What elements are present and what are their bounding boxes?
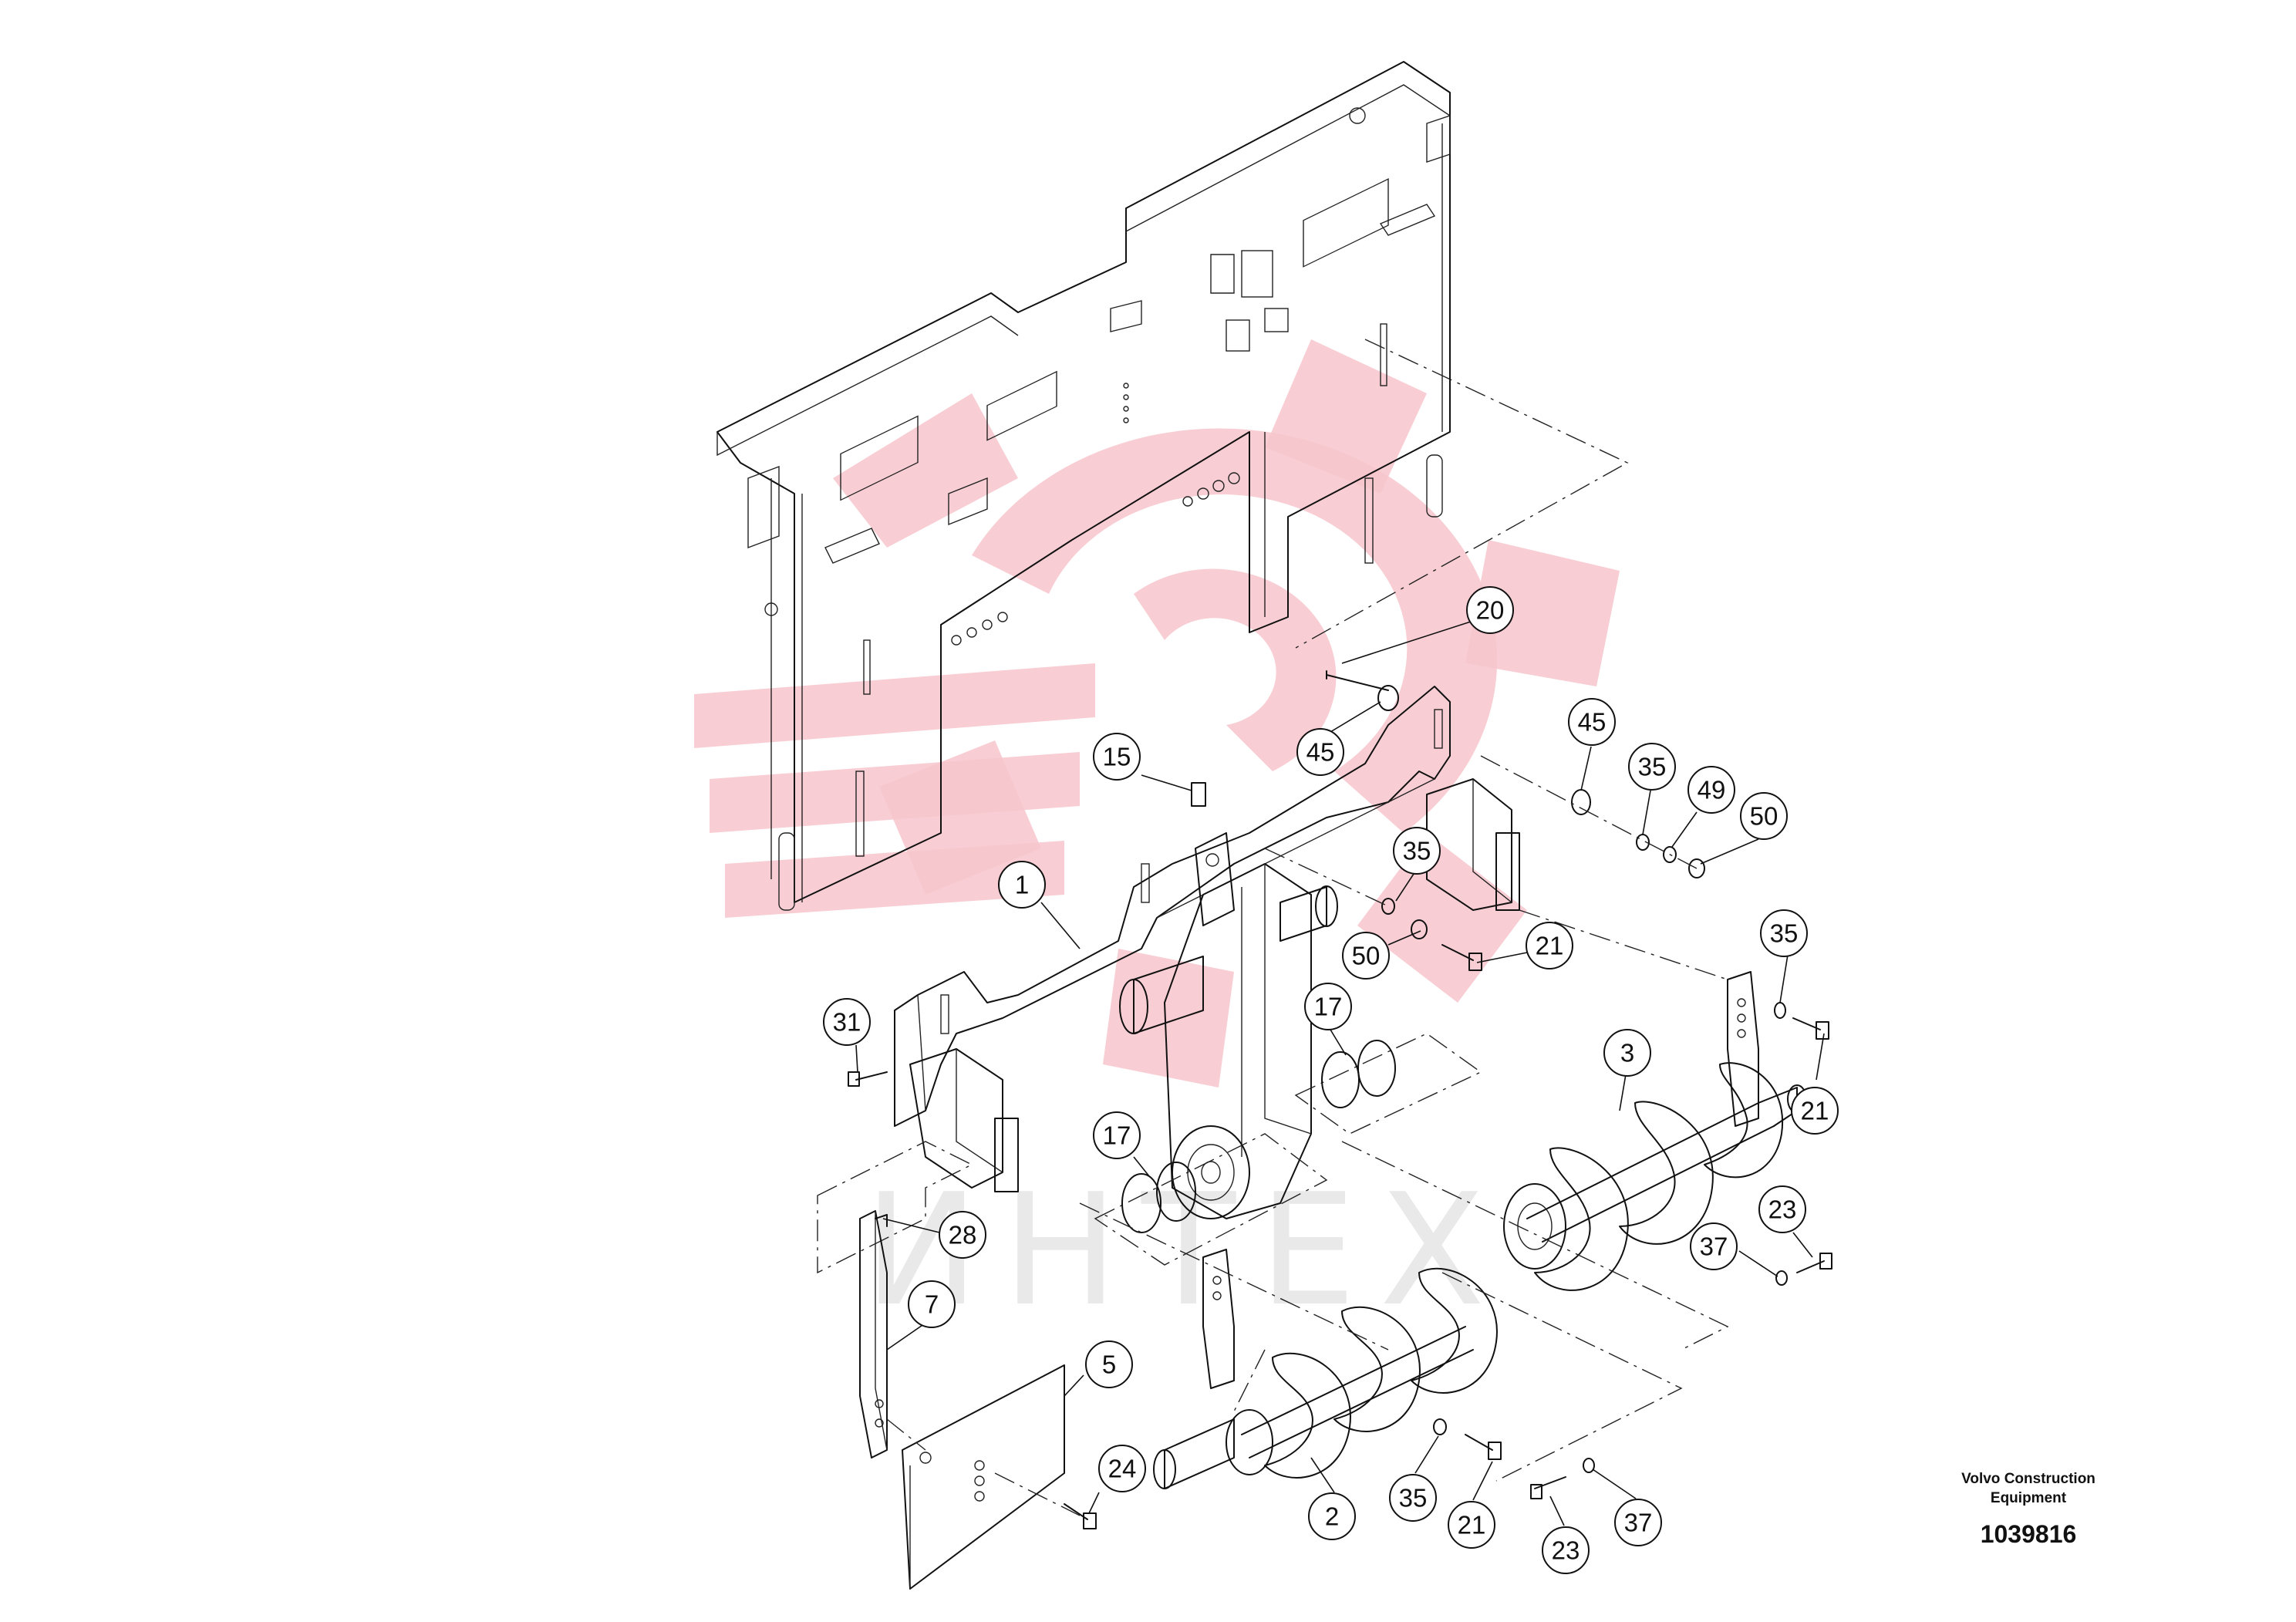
callout-21-bottom: 21	[1448, 1501, 1495, 1549]
svg-text:49: 49	[1698, 776, 1726, 804]
side-link-part-7	[859, 1210, 888, 1458]
leader-lines	[855, 620, 1825, 1526]
callout-15: 15	[1093, 733, 1141, 781]
callout-21-center: 21	[1526, 922, 1573, 969]
company-name-line2: Equipment	[1990, 1490, 2067, 1506]
svg-text:37: 37	[1624, 1509, 1653, 1537]
auger-bracket-right	[1519, 909, 1759, 1127]
callout-28: 28	[939, 1211, 986, 1259]
callout-23-bottom: 23	[1542, 1526, 1590, 1574]
callout-3: 3	[1603, 1029, 1651, 1077]
svg-text:24: 24	[1108, 1455, 1137, 1483]
callout-50-right-stack: 50	[1740, 792, 1788, 840]
drawing-number: 1039816	[1980, 1520, 2077, 1548]
company-name-line1: Volvo Construction	[1961, 1471, 2095, 1487]
callout-45-upper: 45	[1296, 728, 1344, 776]
main-frame-plate	[716, 61, 1629, 911]
callout-35-right-stack: 35	[1628, 743, 1676, 791]
svg-text:23: 23	[1552, 1536, 1580, 1565]
callout-5: 5	[1085, 1340, 1133, 1388]
callout-37-right: 37	[1690, 1222, 1738, 1270]
svg-text:35: 35	[1403, 837, 1431, 865]
svg-text:3: 3	[1620, 1039, 1634, 1067]
svg-text:23: 23	[1768, 1195, 1797, 1224]
svg-text:35: 35	[1770, 919, 1799, 948]
svg-text:17: 17	[1103, 1121, 1131, 1150]
svg-text:20: 20	[1476, 596, 1505, 625]
callout-35-bottom: 35	[1389, 1474, 1437, 1522]
svg-text:37: 37	[1700, 1233, 1728, 1261]
svg-text:2: 2	[1325, 1502, 1339, 1531]
svg-text:17: 17	[1314, 993, 1343, 1021]
svg-text:21: 21	[1458, 1511, 1486, 1539]
callout-31: 31	[823, 998, 871, 1046]
callout-37-bottom: 37	[1614, 1499, 1662, 1546]
auger-left-part-2	[1153, 1267, 1498, 1489]
svg-text:21: 21	[1536, 932, 1564, 960]
callout-49: 49	[1687, 766, 1735, 814]
svg-text:5: 5	[1102, 1351, 1116, 1379]
callout-1: 1	[998, 861, 1046, 909]
svg-text:31: 31	[833, 1008, 861, 1037]
callout-17-center: 17	[1304, 983, 1352, 1030]
auger-bracket-left	[1202, 1249, 1235, 1389]
svg-text:50: 50	[1352, 942, 1381, 970]
callout-35-center: 35	[1393, 827, 1441, 875]
frame-holes	[764, 107, 1366, 646]
svg-text:1: 1	[1015, 871, 1029, 899]
callout-24: 24	[1098, 1445, 1146, 1492]
svg-text:45: 45	[1306, 738, 1335, 767]
callout-35-right: 35	[1760, 909, 1808, 957]
callout-17-left: 17	[1093, 1111, 1141, 1159]
callout-2: 2	[1308, 1492, 1356, 1540]
svg-text:45: 45	[1578, 708, 1607, 737]
seal-rings	[1094, 1033, 1482, 1266]
svg-text:15: 15	[1103, 743, 1131, 771]
cover-plate-part-5	[886, 1364, 1065, 1590]
svg-text:7: 7	[925, 1290, 939, 1319]
svg-text:35: 35	[1399, 1484, 1428, 1512]
svg-text:35: 35	[1638, 753, 1667, 781]
callout-7: 7	[908, 1280, 956, 1328]
callout-50-center: 50	[1342, 932, 1390, 980]
svg-text:21: 21	[1801, 1097, 1829, 1125]
callout-20: 20	[1466, 586, 1514, 634]
callout-45-right: 45	[1568, 698, 1616, 746]
auger-right-part-3	[1503, 1062, 1807, 1291]
svg-text:50: 50	[1750, 802, 1778, 831]
callout-23-right: 23	[1758, 1185, 1806, 1233]
drive-gearbox	[1119, 782, 1338, 1219]
manufacturer-block: Volvo Construction Equipment 1039816	[1905, 1469, 2152, 1549]
svg-text:28: 28	[949, 1221, 977, 1249]
callout-21-right: 21	[1791, 1087, 1839, 1135]
